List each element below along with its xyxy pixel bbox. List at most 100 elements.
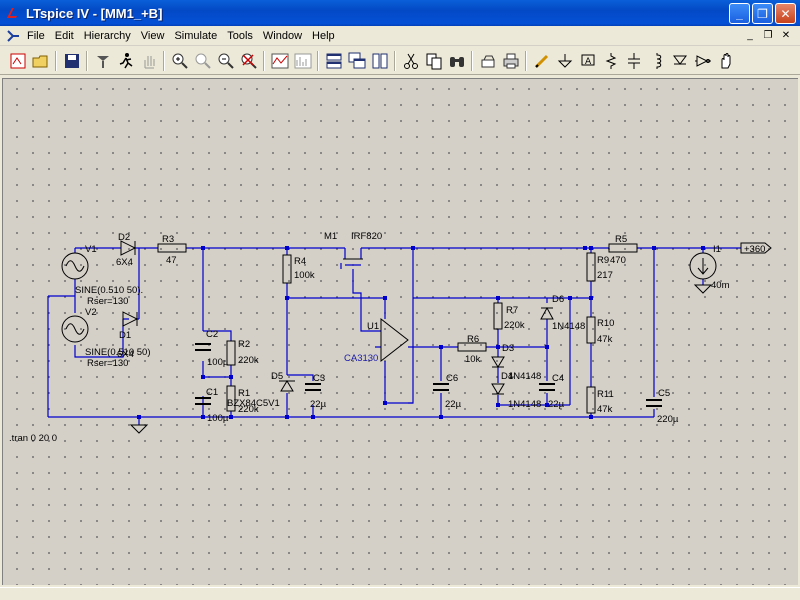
toolbar: A	[0, 47, 800, 75]
minimize-button[interactable]: _	[729, 3, 750, 24]
find-icon[interactable]	[445, 50, 468, 72]
label-r2-val: 220k	[238, 355, 259, 366]
tile-horizontal-icon[interactable]	[322, 50, 345, 72]
label-net-icon[interactable]: A	[576, 50, 599, 72]
label-c3: C3	[313, 373, 325, 384]
label-v1: V1	[85, 244, 97, 255]
label-r2: R2	[238, 339, 250, 350]
mdi-restore-button[interactable]: ❐	[763, 29, 773, 41]
label-output-net: +360	[744, 244, 765, 255]
label-c6-val: 22µ	[445, 399, 462, 410]
title-bar: LTspice IV - [MM1_+B] _ ❐ ✕	[0, 0, 800, 26]
svg-text:A: A	[585, 57, 592, 67]
copy-icon[interactable]	[422, 50, 445, 72]
component-icon[interactable]	[691, 50, 714, 72]
cascade-icon[interactable]	[345, 50, 368, 72]
label-c4: C4	[552, 373, 564, 384]
label-r7-val: 220k	[504, 320, 525, 331]
label-u1: U1	[367, 321, 379, 332]
zoom-full-icon[interactable]	[191, 50, 214, 72]
diode-icon[interactable]	[668, 50, 691, 72]
close-button[interactable]: ✕	[775, 3, 796, 24]
label-c6: C6	[446, 373, 458, 384]
draw-wire-icon[interactable]	[530, 50, 553, 72]
label-r9-val2: 217	[597, 270, 613, 281]
schematic-canvas[interactable]: V1 SINE(0.510 50). Rser=130 V2 SINE(0.51…	[2, 78, 798, 585]
label-v1-sine: SINE(0.510 50).	[75, 285, 143, 296]
maximize-button[interactable]: ❐	[752, 3, 773, 24]
label-r4-val: 100k	[294, 270, 315, 281]
label-d1: D1	[119, 330, 131, 341]
tile-vertical-icon[interactable]	[368, 50, 391, 72]
fft-icon[interactable]	[291, 50, 314, 72]
menu-edit[interactable]: Edit	[54, 29, 74, 42]
label-c3-val: 22µ	[310, 399, 327, 410]
save-icon[interactable]	[60, 50, 83, 72]
label-r3: R3	[162, 234, 174, 245]
label-r6: R6	[467, 334, 479, 345]
spice-directive[interactable]: .tran 0 20 0	[9, 433, 57, 444]
label-m1-val: IRF820	[351, 231, 382, 242]
label-d3: D3	[502, 343, 514, 354]
menu-file[interactable]: File	[27, 29, 45, 42]
label-d3-val: 1N4148	[508, 399, 541, 410]
open-schematic-icon[interactable]	[6, 50, 29, 72]
label-c4-val: 22µ	[548, 399, 565, 410]
label-d2-val: 6X4	[116, 257, 133, 268]
label-r7: R7	[506, 305, 518, 316]
pan-icon[interactable]	[137, 50, 160, 72]
menu-hierarchy[interactable]: Hierarchy	[83, 29, 131, 42]
ltspice-logo-icon	[5, 5, 21, 21]
label-r9: R9	[597, 255, 609, 266]
status-bar	[0, 587, 800, 600]
zoom-in-icon[interactable]	[168, 50, 191, 72]
label-c2: C2	[206, 329, 218, 340]
label-d4-val: 1N4148	[508, 371, 541, 382]
label-r6-val: 10k	[465, 354, 481, 365]
zoom-out-icon[interactable]	[214, 50, 237, 72]
open-file-icon[interactable]	[29, 50, 52, 72]
label-r5: R5	[615, 234, 627, 245]
waveform-icon[interactable]	[268, 50, 291, 72]
label-i1: I1	[713, 244, 721, 255]
menu-view[interactable]: View	[140, 29, 165, 42]
label-d6-val: 1N4148	[552, 321, 585, 332]
mdi-close-button[interactable]: ✕	[781, 29, 791, 41]
mdi-minimize-button[interactable]: _	[747, 29, 753, 41]
label-c2-val: 100µ	[207, 357, 229, 368]
zoom-cancel-icon[interactable]	[237, 50, 260, 72]
label-v2: V2	[85, 307, 97, 318]
control-panel-icon[interactable]	[91, 50, 114, 72]
label-r1-val: 220k	[238, 404, 259, 415]
ground-icon[interactable]	[553, 50, 576, 72]
menu-simulate[interactable]: Simulate	[174, 29, 218, 42]
label-c5: C5	[658, 388, 670, 399]
menu-tools[interactable]: Tools	[227, 29, 253, 42]
label-c5-val: 220µ	[657, 414, 679, 425]
label-v1-rser: Rser=130	[87, 296, 128, 307]
label-d4: D4	[501, 371, 513, 382]
cut-icon[interactable]	[399, 50, 422, 72]
label-u1-val: CA3130	[344, 353, 378, 364]
label-r4: R4	[294, 256, 306, 267]
label-r9-val: 470	[610, 255, 626, 266]
label-d1-val: 6X4	[117, 349, 134, 360]
print-icon[interactable]	[499, 50, 522, 72]
menu-bar: File Edit Hierarchy View Simulate Tools …	[0, 26, 800, 46]
label-d5-val: BZX84C5V1	[227, 398, 280, 409]
capacitor-icon[interactable]	[622, 50, 645, 72]
document-icon[interactable]	[4, 27, 22, 45]
undo-icon[interactable]	[476, 50, 499, 72]
label-m1: M1	[324, 231, 337, 242]
move-icon[interactable]	[714, 50, 737, 72]
run-icon[interactable]	[114, 50, 137, 72]
window-title: LTspice IV - [MM1_+B]	[26, 5, 163, 21]
label-d2: D2	[118, 232, 130, 243]
menu-window[interactable]: Window	[262, 29, 303, 42]
menu-help[interactable]: Help	[312, 29, 335, 42]
resistor-icon[interactable]	[599, 50, 622, 72]
label-i1-val: 40m	[711, 280, 730, 291]
label-r10: R10	[597, 318, 614, 329]
label-r11: R11	[597, 389, 614, 400]
inductor-icon[interactable]	[645, 50, 668, 72]
